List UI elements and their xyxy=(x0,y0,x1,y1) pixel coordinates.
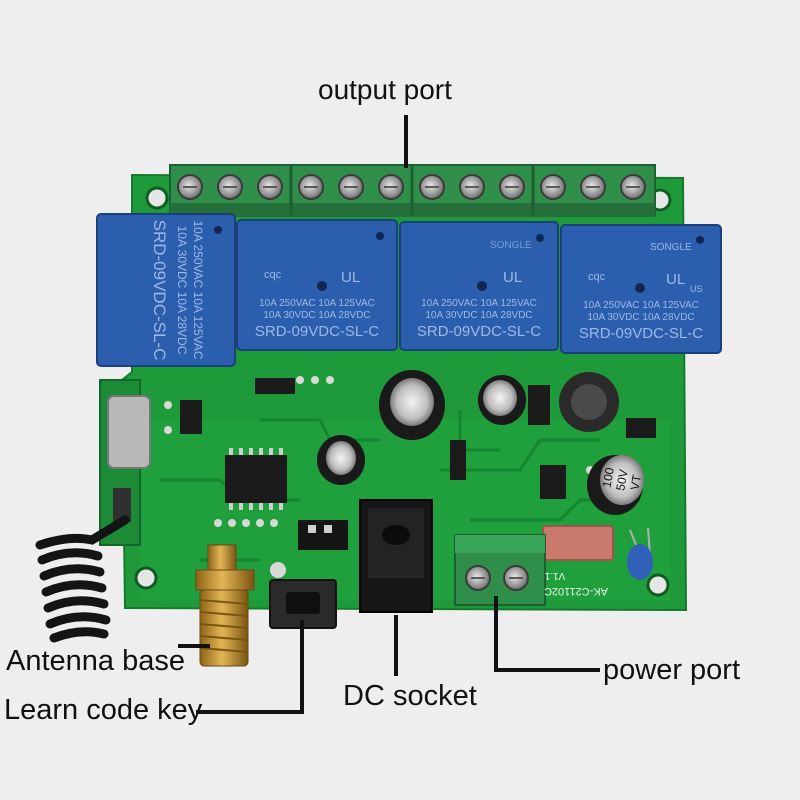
regulator-chip xyxy=(540,465,566,499)
mounting-hole xyxy=(134,566,158,590)
relay-model: SRD-09VDC-SL-C xyxy=(255,323,379,340)
relay-rating-2: 10A 30VDC 10A 28VDC xyxy=(587,312,694,323)
fuse xyxy=(542,525,614,561)
relay-model: SRD-09VDC-SL-C xyxy=(417,323,541,340)
relay-brand: SONGLE xyxy=(490,240,532,251)
relay-rating-2: 10A 30VDC 10A 28VDC xyxy=(263,310,370,321)
mounting-hole xyxy=(145,186,169,210)
antenna-base xyxy=(195,544,255,667)
capacitor-100uf: 100 50V VT xyxy=(587,455,645,515)
capacitor-value: 100 xyxy=(600,466,617,488)
mounting-hole xyxy=(646,573,670,597)
capacitor-medium xyxy=(317,435,365,485)
output-port-label: output port xyxy=(318,74,452,105)
rf-receiver-module xyxy=(99,379,151,546)
relay-rating-2: 10A 30VDC 10A 28VDC xyxy=(425,310,532,321)
relay-1: 10A 250VAC 10A 125VAC 10A 30VDC 10A 28VD… xyxy=(96,213,236,367)
decoder-chip xyxy=(225,455,287,503)
jumper-header xyxy=(298,520,348,550)
relay-model: SRD-09VDC-SL-C xyxy=(150,220,169,361)
relay-cert-mark: cqc xyxy=(264,269,282,281)
learn-code-key xyxy=(269,562,337,629)
ceramic-capacitor xyxy=(627,527,653,580)
diode xyxy=(528,385,550,425)
output-terminal-block xyxy=(169,164,656,217)
board-version: V1.1 xyxy=(544,570,565,581)
relay-2: cqc UL 10A 250VAC 10A 125VAC 10A 30VDC 1… xyxy=(236,219,398,351)
relay-rating-1: 10A 250VAC 10A 125VAC xyxy=(421,298,537,309)
relay-rating-1: 10A 250VAC 10A 125VAC xyxy=(191,221,205,360)
capacitor-series: VT xyxy=(628,473,645,491)
capacitor-voltage: 50V xyxy=(613,468,630,491)
relay-model: SRD-09VDC-SL-C xyxy=(579,325,703,342)
relay-ul-mark: UL xyxy=(666,271,685,288)
relay-4: SONGLE cqc UL US 10A 250VAC 10A 125VAC 1… xyxy=(560,224,722,354)
board-code: AK-C21102C xyxy=(544,585,608,597)
crystal xyxy=(107,395,151,469)
inductor xyxy=(559,372,619,432)
dc-socket xyxy=(359,499,433,613)
learn-code-key-label: Learn code key xyxy=(4,694,203,726)
relay-cert-mark: cqc xyxy=(588,271,606,283)
relay-rating-1: 10A 250VAC 10A 125VAC xyxy=(583,300,699,311)
antenna-coil xyxy=(35,515,130,643)
relay-3: SONGLE UL 10A 250VAC 10A 125VAC 10A 30VD… xyxy=(399,221,559,351)
callout-lines xyxy=(178,115,600,714)
capacitor-large xyxy=(379,370,445,440)
power-port-terminal xyxy=(454,534,546,606)
capacitor-small xyxy=(478,375,526,425)
relay-ul-mark: UL xyxy=(341,269,360,286)
relay-brand: SONGLE xyxy=(650,242,692,253)
relay-rating-1: 10A 250VAC 10A 125VAC xyxy=(259,298,375,309)
power-port-label: power port xyxy=(603,654,741,686)
relay-us-mark: US xyxy=(690,284,703,294)
dc-socket-label: DC socket xyxy=(343,680,477,712)
relay-rating-2: 10A 30VDC 10A 28VDC xyxy=(175,226,189,355)
relay-ul-mark: UL xyxy=(503,269,522,286)
antenna-base-label: Antenna base xyxy=(6,645,185,677)
